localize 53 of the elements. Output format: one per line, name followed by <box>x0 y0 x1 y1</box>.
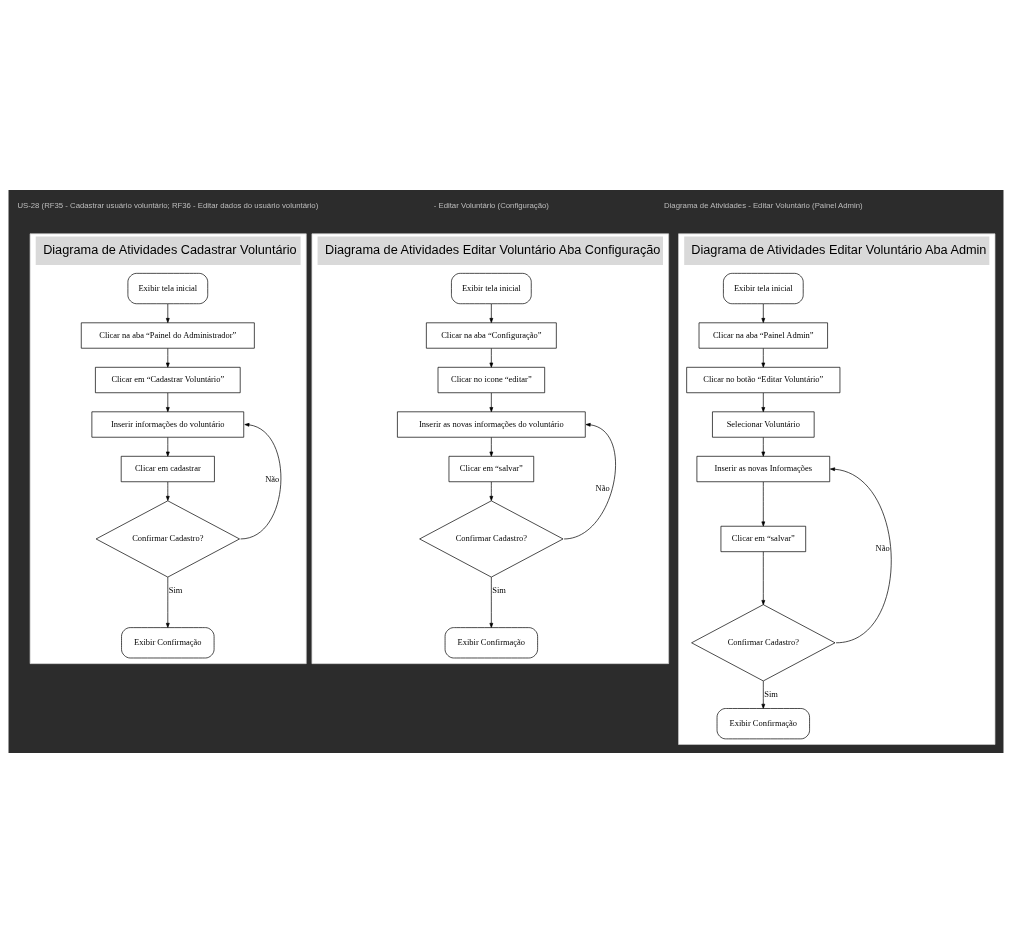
edge-label: Não <box>875 542 890 553</box>
node-box: Clicar em “salvar” <box>720 525 807 552</box>
arrow <box>489 481 494 501</box>
arrow <box>489 303 494 323</box>
arrow <box>165 347 170 368</box>
node-box: Clicar em “salvar” <box>448 455 535 482</box>
node-box: Exibir Confirmação <box>716 707 810 739</box>
node-box: Exibir tela inicial <box>127 272 209 304</box>
edge-label: Sim <box>764 688 778 699</box>
node-box: Clicar na aba “Painel do Administrador” <box>80 321 255 349</box>
node-box: Inserir as novas informações do voluntário <box>397 410 586 438</box>
arrow <box>761 436 766 457</box>
node-diamond: Confirmar Cadastro? <box>419 499 564 577</box>
label: - Editar Voluntário (Configuração) <box>433 200 549 210</box>
arrow <box>761 303 766 323</box>
arrow <box>165 481 170 501</box>
arrow <box>165 303 170 323</box>
arrow <box>165 576 170 628</box>
node-box: Selecionar Voluntário <box>712 410 815 438</box>
node-box: Clicar na aba “Configuração” <box>426 321 557 349</box>
arrow <box>563 422 616 539</box>
node-box: Clicar no botão “Editar Voluntário” <box>686 366 841 393</box>
node-box: Exibir tela inicial <box>451 272 532 304</box>
edge-label: Não <box>595 482 610 493</box>
node-diamond: Confirmar Cadastro? <box>95 499 240 577</box>
edge-label: Sim <box>168 584 183 595</box>
node-box: Exibir tela inicial <box>723 272 804 304</box>
node-box: Clicar no icone “editar” <box>437 366 546 393</box>
arrow <box>489 392 494 412</box>
arrow <box>830 466 892 643</box>
arrow <box>240 422 282 539</box>
node-box: Exibir Confirmação <box>444 626 538 658</box>
arrow <box>489 347 494 368</box>
node-box: Inserir informações do voluntário <box>91 410 245 438</box>
label: Diagrama de Atividades - Editar Voluntário (Painel Admin) <box>664 200 863 210</box>
node-box: Clicar na aba “Painel Admin” <box>698 321 828 349</box>
node-box: Clicar em “Cadastrar Voluntário” <box>95 366 241 393</box>
arrow <box>761 392 766 412</box>
arrow <box>165 436 170 457</box>
edge-label: Sim <box>492 584 506 595</box>
arrow <box>761 347 766 368</box>
node-box: Clicar em cadastrar <box>120 455 215 482</box>
arrow <box>761 680 766 709</box>
arrow <box>761 481 766 526</box>
arrow <box>489 576 494 628</box>
arrow <box>761 550 766 605</box>
node-diamond: Confirmar Cadastro? <box>691 603 836 681</box>
arrow <box>489 436 494 457</box>
node-box: Exibir Confirmação <box>121 626 215 658</box>
label: US-28 (RF35 - Cadastrar usuário voluntário; RF36 - Editar dados do usuário voluntário) <box>17 200 319 210</box>
node-box: Inserir as novas Informações <box>696 455 831 482</box>
arrow <box>165 392 170 412</box>
edge-label: Não <box>265 473 280 484</box>
